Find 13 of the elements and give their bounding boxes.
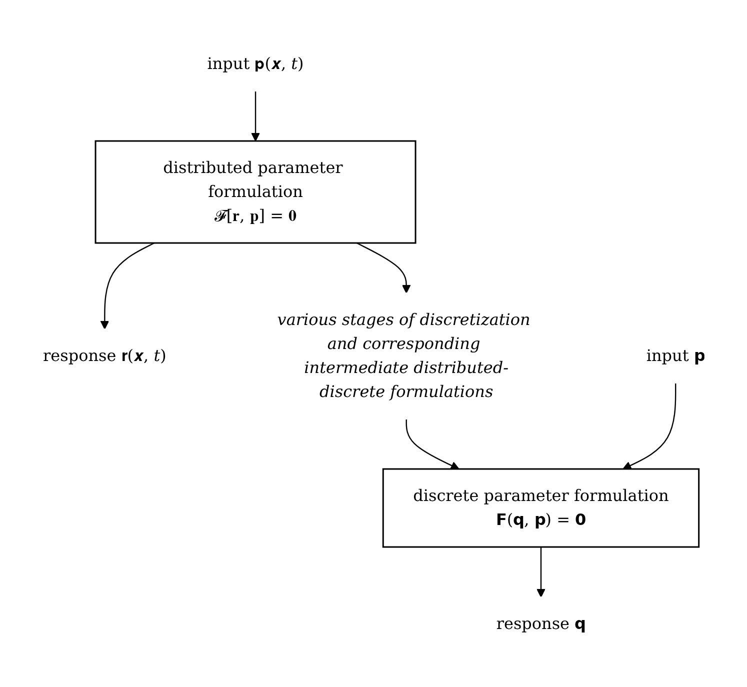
node-text: input 𝗽 (646, 346, 704, 364)
node-text: response 𝐫(𝒙, 𝑡) (42, 346, 166, 364)
node-text: input 𝐩(𝒙, 𝑡) (206, 54, 304, 72)
arrow (100, 242, 154, 329)
arrow (622, 382, 676, 470)
node-text: response 𝗾 (496, 614, 586, 632)
arrow (250, 90, 260, 141)
arrow (405, 418, 459, 470)
node-box: discrete parameter formulation 𝗙(𝗾, 𝗽) = 𝟬 (382, 468, 700, 548)
arrow (356, 242, 410, 293)
node-box: distributed parameter formulation 𝓕[𝐫, 𝐩] = 𝟎 (94, 140, 416, 244)
node-text: various stages of discretization and corresponding intermediate distributed-discrete formulations (276, 310, 530, 400)
arrow (536, 546, 545, 597)
